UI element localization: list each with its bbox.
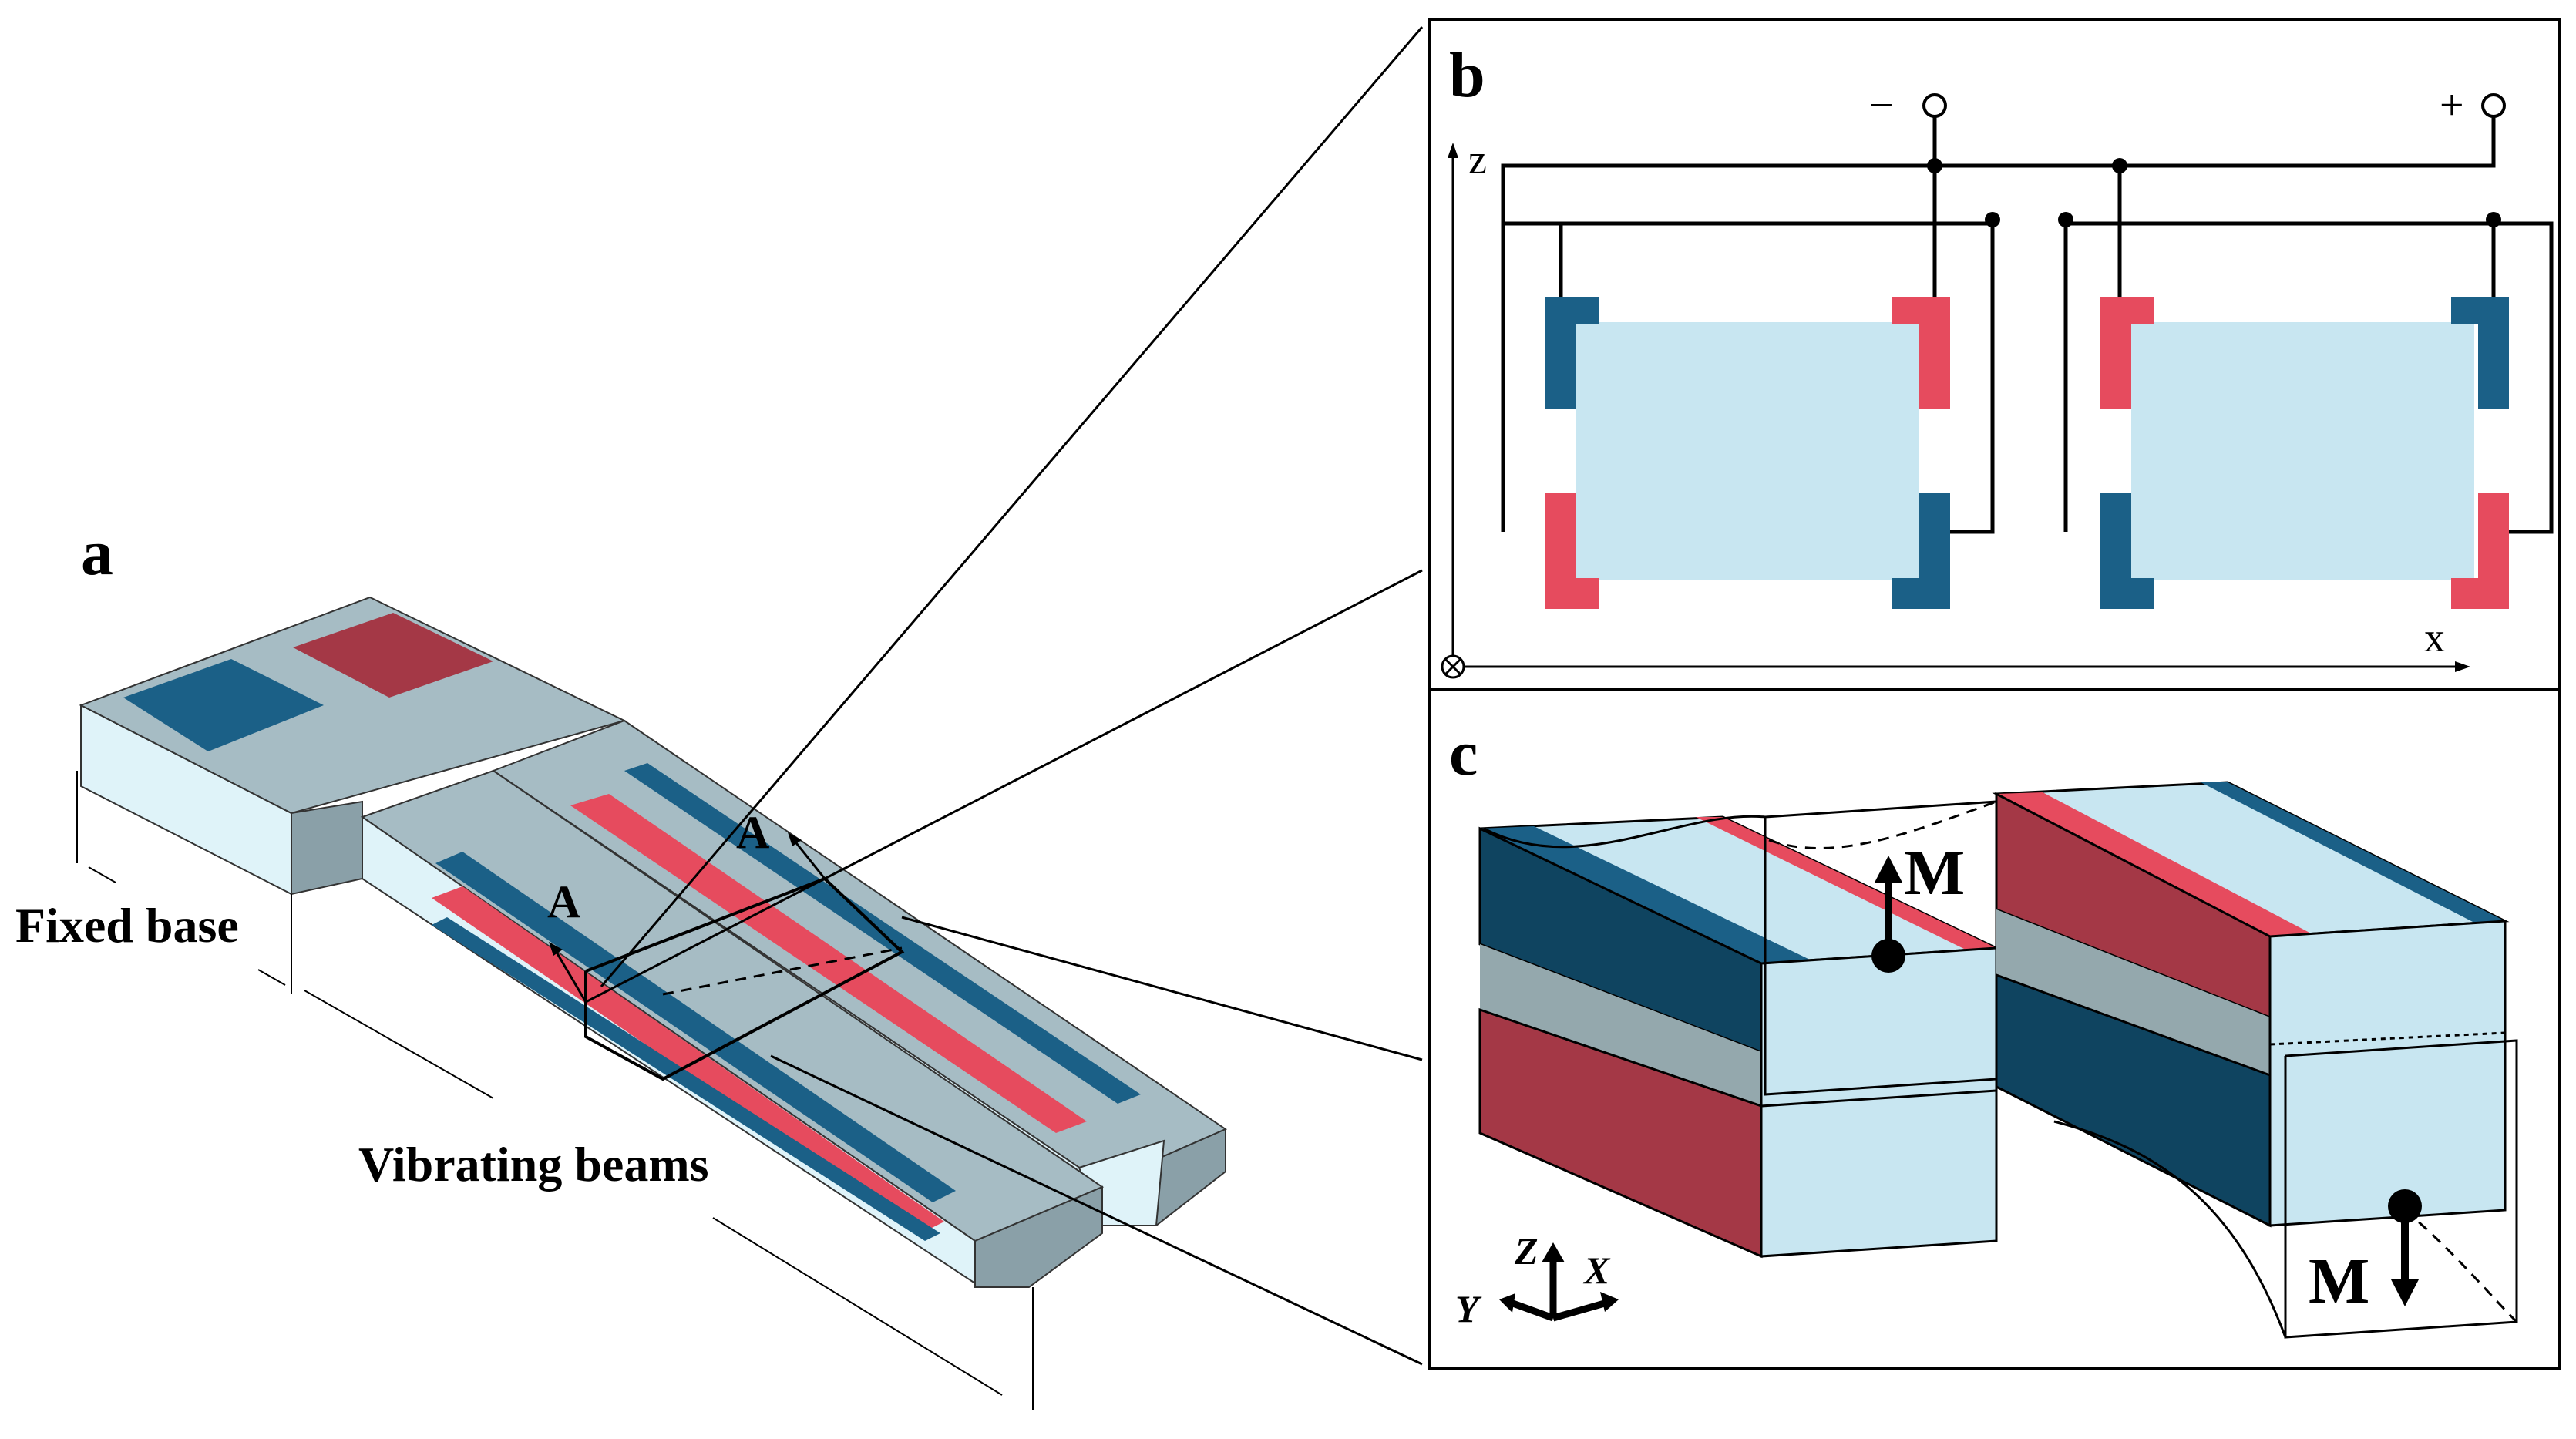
leader-to-c-bottom: [770, 1054, 1423, 1366]
base-right-face: [291, 800, 363, 896]
left-block-top-blue: [1480, 826, 1811, 963]
junction-dots: [1927, 158, 2501, 227]
panel-a-device: a Fixed base Vibrating beams A A: [15, 26, 1424, 1410]
fixed-base-dim-arrow: [88, 866, 116, 883]
terminal-minus-label: −: [1869, 82, 1894, 129]
electrode-red-pad: [293, 613, 493, 698]
front-beam-blue-strip: [435, 852, 956, 1202]
moment-label-2: M: [2309, 1246, 2369, 1317]
panel-b-label: b: [1449, 39, 1485, 111]
right-block-side-gray: [1996, 909, 2270, 1075]
section-box: [584, 876, 905, 1081]
beam-section-left: [1576, 322, 1919, 580]
front-beam-blue-strip-2: [432, 917, 940, 1241]
electrode-blue-pad: [123, 659, 324, 751]
electrode-right-tl: [2100, 297, 2154, 409]
beam-section-right: [2131, 322, 2474, 580]
panel-b: b z x − +: [1428, 18, 2561, 691]
right-block-top-blue: [2201, 782, 2505, 923]
c-axis-z-label: Z: [1514, 1229, 1539, 1273]
section-line: [585, 877, 826, 1004]
section-label-1: A: [736, 807, 769, 858]
section-arrow-2: [553, 949, 587, 1003]
left-block-side-gray: [1480, 944, 1761, 1106]
electrode-right-br: [2451, 493, 2509, 609]
front-beam-end: [974, 1185, 1103, 1288]
y-axis-cross-2: [1444, 658, 1461, 675]
right-block-front: [2268, 920, 2507, 1227]
right-deform-curve: [2053, 1120, 2287, 1338]
panel-c-label: c: [1449, 718, 1478, 789]
wiring: [1501, 116, 2554, 534]
leader-to-c-top: [901, 916, 1423, 1061]
section-box-dashed: [662, 946, 903, 996]
right-deform-dashed: [2404, 1209, 2518, 1323]
fixed-base-dim-arrow-2: [257, 969, 286, 986]
electrode-left-br: [1892, 493, 1950, 609]
terminal-minus: [1922, 93, 1947, 118]
b-axis-z-label: z: [1468, 136, 1487, 183]
right-block-mid: [2269, 1031, 2506, 1046]
electrode-left-tl: [1545, 297, 1599, 409]
z-axis-arrow: [1448, 143, 1458, 158]
moment-arrowhead-1: [1875, 856, 1902, 883]
beams-dim-2: [712, 1217, 1003, 1396]
section-arrow-1: [792, 839, 826, 879]
leader-to-b-top: [600, 26, 1424, 987]
triad-z-head: [1542, 1242, 1565, 1262]
left-block-front: [1760, 946, 1998, 1258]
x-axis-arrow: [2455, 661, 2470, 672]
beams-dim-1: [304, 990, 494, 1099]
terminal-plus: [2481, 93, 2506, 118]
section-label-2: A: [547, 876, 580, 927]
left-deform-dashed: [1768, 800, 1997, 849]
fixed-base-label: Fixed base: [15, 898, 239, 953]
panel-a-label: a: [81, 517, 113, 589]
section-arrowhead-1: [788, 832, 802, 846]
c-axis-x-label: X: [1582, 1249, 1611, 1292]
moment-label-1: M: [1904, 837, 1965, 909]
moment-point-1: [1871, 939, 1905, 973]
left-block-top-red: [1696, 817, 1996, 950]
left-block-mid: [1760, 1089, 1997, 1108]
coordinate-triad: [1509, 1256, 1609, 1322]
moment-arrowhead-2: [2391, 1279, 2419, 1306]
moment-point-2: [2388, 1189, 2422, 1223]
electrode-right-tr: [2451, 297, 2509, 409]
section-arrowhead-2: [549, 942, 563, 956]
terminal-plus-label: +: [2440, 82, 2464, 129]
back-beam-red-strip-1: [570, 794, 1087, 1133]
panel-c: c M M: [1428, 688, 2561, 1370]
right-block-top-red: [1996, 792, 2312, 936]
leader-to-b-bottom: [824, 569, 1423, 880]
c-axis-y-label: Y: [1455, 1287, 1482, 1330]
left-deform-curve: [1483, 815, 1766, 849]
vibrating-beams-label: Vibrating beams: [358, 1137, 709, 1192]
triad-x-head: [1600, 1292, 1619, 1312]
front-beam-red-strip: [432, 886, 944, 1233]
electrode-right-bl: [2100, 493, 2154, 609]
b-axis-x-label: x: [2424, 614, 2445, 661]
electrode-left-tr: [1892, 297, 1950, 409]
electrode-left-bl: [1545, 493, 1599, 609]
triad-y-head: [1499, 1293, 1515, 1313]
